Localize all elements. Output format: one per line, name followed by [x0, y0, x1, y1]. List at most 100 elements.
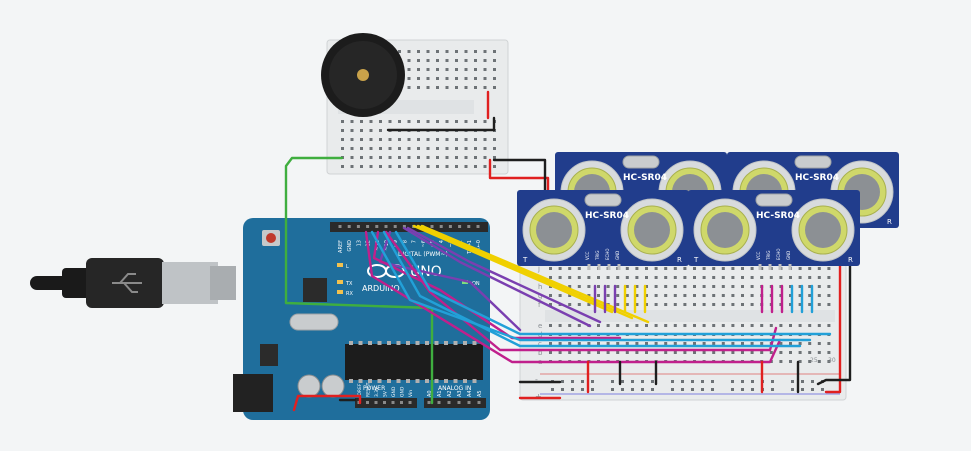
- rail-hole: [631, 380, 634, 383]
- wire-yellow-1[interactable]: [412, 224, 614, 314]
- hole: [483, 59, 487, 62]
- wire-purple-1[interactable]: [406, 226, 602, 324]
- ultrasonic-sensors[interactable]: HC-SR04TRVCCTRIGECHOGNDHC-SR04TRVCCTRIGE…: [517, 152, 899, 270]
- hole: [407, 138, 411, 141]
- hole: [483, 68, 487, 71]
- power-pin-label: 3.3V: [374, 386, 380, 397]
- power-pin[interactable]: [383, 401, 386, 404]
- header-pin[interactable]: [375, 225, 379, 228]
- header-pin[interactable]: [458, 225, 462, 228]
- power-pin[interactable]: [400, 401, 403, 404]
- wire-magenta-1[interactable]: [372, 230, 622, 340]
- rail-hole: [561, 388, 564, 391]
- header-pin[interactable]: [347, 225, 351, 228]
- wire-purple-2[interactable]: [402, 226, 592, 328]
- header-pin[interactable]: [476, 225, 480, 228]
- hole: [379, 129, 382, 132]
- hole: [673, 324, 677, 327]
- piezo-buzzer[interactable]: [321, 33, 405, 117]
- analog-pin[interactable]: [457, 401, 461, 404]
- header-pin[interactable]: [430, 225, 434, 228]
- power-pin[interactable]: [366, 401, 369, 404]
- column-mark: 25: [810, 357, 818, 364]
- sensor-pin[interactable]: [768, 264, 772, 270]
- sensor-pin[interactable]: [617, 264, 621, 270]
- hole: [731, 342, 735, 345]
- hole: [379, 165, 382, 168]
- hole: [721, 324, 725, 327]
- wire-magenta-3[interactable]: [384, 230, 778, 352]
- header-pin[interactable]: [384, 225, 388, 228]
- wire-yellow-3[interactable]: [420, 224, 650, 324]
- wire-right-black[interactable]: [816, 248, 852, 386]
- hole: [398, 120, 401, 123]
- power-pin-label: IOREF: [357, 383, 363, 397]
- header-pin[interactable]: [467, 225, 471, 228]
- wire-right-red[interactable]: [824, 248, 842, 394]
- sensor-pin[interactable]: [778, 264, 782, 270]
- hole: [464, 147, 468, 150]
- hole: [827, 342, 831, 345]
- reset-button-cap[interactable]: [266, 233, 276, 243]
- power-pin[interactable]: [374, 401, 378, 404]
- rail-hole: [751, 380, 754, 383]
- header-pin[interactable]: [439, 225, 443, 228]
- sensor-pin[interactable]: [788, 264, 792, 270]
- top-pin-label: 4: [439, 240, 445, 243]
- top-pin-label: ~11: [375, 240, 381, 251]
- hole: [464, 156, 468, 159]
- rail-hole: [821, 388, 824, 391]
- wire-blue-3[interactable]: [394, 230, 832, 336]
- hole: [760, 342, 764, 345]
- analog-pin[interactable]: [437, 401, 441, 404]
- header-pin[interactable]: [393, 225, 397, 228]
- l-led-label: L: [346, 264, 349, 270]
- usb-cable[interactable]: [30, 258, 236, 308]
- wire-blue-1[interactable]: [370, 230, 812, 342]
- power-pin[interactable]: [408, 401, 412, 404]
- sensor-pin-label: TRIG: [595, 250, 600, 261]
- hole: [341, 147, 344, 150]
- sensor-pin[interactable]: [587, 264, 591, 270]
- wires[interactable]: [284, 90, 852, 412]
- hole: [341, 138, 344, 141]
- dc-jack[interactable]: [233, 374, 273, 412]
- hole: [827, 294, 831, 297]
- analog-header-label: ANALOG IN: [438, 385, 471, 392]
- hole: [750, 276, 754, 279]
- wire-5v-red[interactable]: [292, 394, 362, 412]
- hole: [398, 50, 401, 53]
- wire-green-signal[interactable]: [284, 156, 434, 405]
- wire-magenta-2[interactable]: [364, 230, 782, 364]
- wire-blue-2[interactable]: [382, 230, 802, 348]
- header-pin[interactable]: [448, 225, 452, 228]
- wire-black-to-sensor[interactable]: [492, 158, 547, 194]
- analog-pin[interactable]: [467, 401, 471, 404]
- hole: [673, 342, 677, 345]
- hole: [474, 138, 477, 141]
- hole: [568, 276, 572, 279]
- header-pin[interactable]: [366, 225, 370, 228]
- wire-purple-3[interactable]: [378, 230, 522, 332]
- analog-pin[interactable]: [447, 401, 451, 404]
- analog-pin[interactable]: [427, 401, 431, 404]
- analog-pin[interactable]: [477, 401, 481, 404]
- wire-yellow-2[interactable]: [416, 224, 634, 320]
- header-pin[interactable]: [356, 225, 360, 228]
- rail-hole: [591, 388, 594, 391]
- hole: [817, 351, 821, 354]
- power-pin[interactable]: [391, 401, 395, 404]
- wire-red-to-sensor[interactable]: [488, 158, 550, 194]
- hole: [549, 294, 552, 297]
- sensor-pin[interactable]: [607, 264, 611, 270]
- sensor-pin[interactable]: [597, 264, 601, 270]
- hole: [808, 303, 812, 306]
- header-pin[interactable]: [402, 225, 406, 228]
- sensor-pin[interactable]: [758, 264, 762, 270]
- rail-hole: [671, 388, 674, 391]
- header-pin[interactable]: [338, 225, 342, 228]
